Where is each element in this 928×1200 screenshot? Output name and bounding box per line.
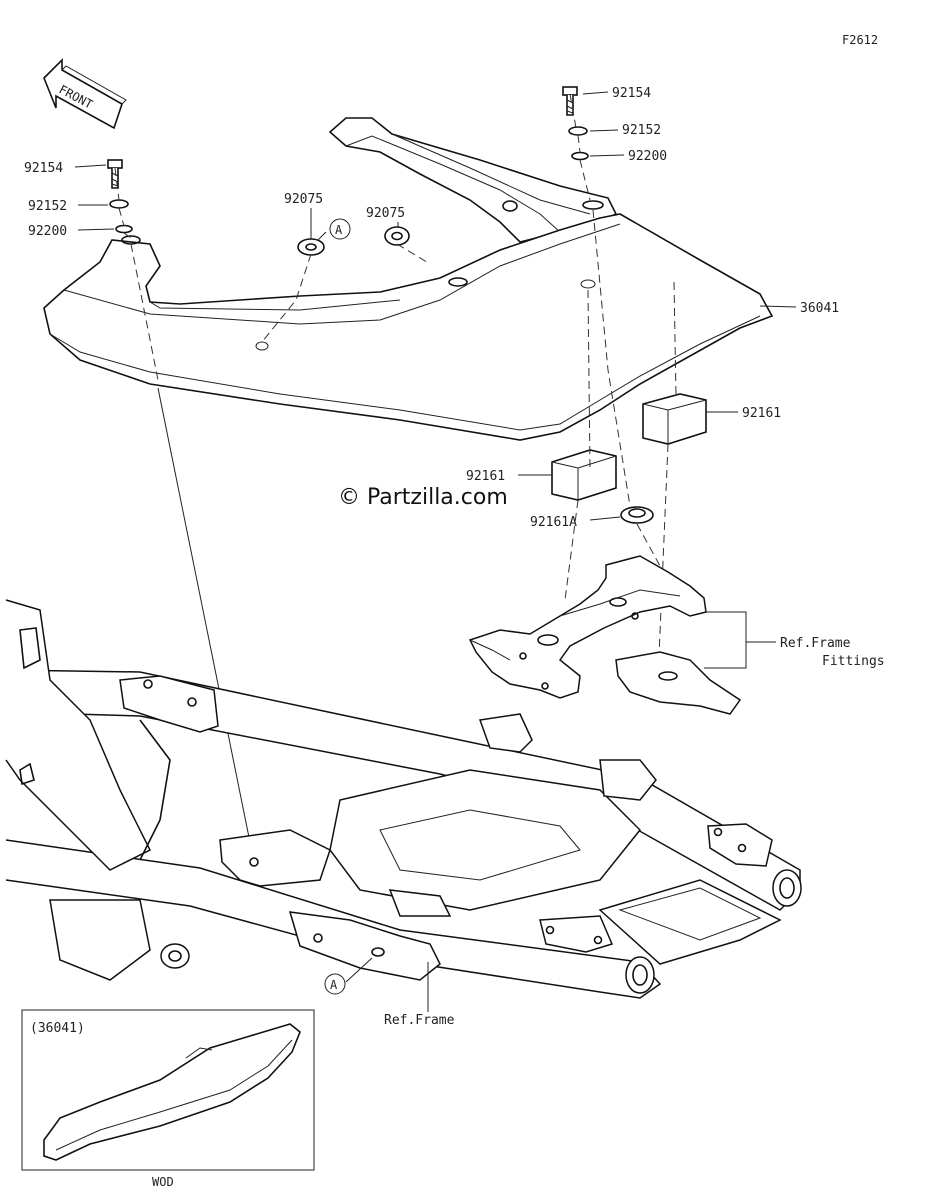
label-grommet-a: 92161A [530,515,577,530]
label-bolt-right: 92154 [612,86,651,101]
front-arrow-icon: FRONT [43,58,127,130]
seat-cover-36041 [43,117,774,441]
frame-fittings [468,555,742,715]
main-frame [5,599,802,999]
grommet-left [297,238,325,256]
svg-text:A: A [335,223,343,237]
label-pad-left: 92161 [466,469,505,484]
inset-title: (36041) [30,1021,85,1036]
grommet-92161a [620,506,654,524]
label-cover: 36041 [800,301,839,316]
washer2-left [115,224,133,234]
washer2-right [571,151,589,161]
label-bolt-left: 92154 [24,161,63,176]
diagram-code: F2612 [842,33,878,47]
label-frame-fittings-2: Fittings [822,654,885,669]
watermark: © Partzilla.com [338,485,508,510]
callout-a-bottom: A [324,973,346,995]
leader-lines [74,91,797,1012]
inset-caption: WOD [152,1175,174,1189]
label-washer2-left: 92200 [28,224,67,239]
label-washer-left: 92152 [28,199,67,214]
label-frame: Ref.Frame [384,1013,455,1028]
bolt-right [562,86,578,116]
assembly-lines [114,93,677,863]
inset-panel: (36041) WOD [21,1009,315,1189]
inset-seat-cover [43,1023,301,1161]
label-pad-right: 92161 [742,406,781,421]
callout-a-top: A [329,218,351,240]
pad-left [551,449,617,501]
label-washer2-right: 92200 [628,149,667,164]
label-frame-fittings-1: Ref.Frame [780,636,851,651]
washer-left [109,199,129,209]
label-grommet-right: 92075 [366,206,405,221]
bolt-left [107,159,123,189]
washer-right [568,126,588,136]
grommet-right [384,226,410,246]
label-washer-right: 92152 [622,123,661,138]
pad-right [642,393,707,445]
label-grommet-left: 92075 [284,192,323,207]
svg-text:A: A [330,978,338,992]
